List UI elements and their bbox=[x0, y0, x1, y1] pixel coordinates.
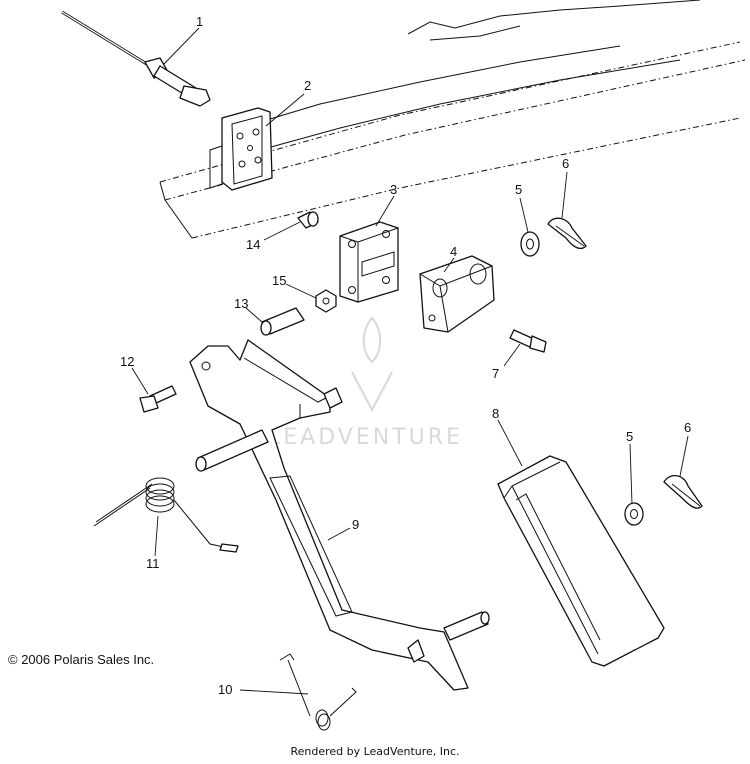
watermark-text: LEADVENTURE bbox=[268, 425, 463, 450]
callout-14: 14 bbox=[246, 237, 260, 252]
callout-10: 10 bbox=[218, 682, 232, 697]
part-13-sleeve bbox=[260, 307, 305, 336]
part-4-block bbox=[419, 255, 495, 333]
pedal-pivot-pin bbox=[195, 429, 269, 472]
part-10-spring bbox=[279, 653, 357, 731]
leader-lines bbox=[131, 27, 689, 695]
part-3-bracket bbox=[339, 221, 399, 303]
callout-4: 4 bbox=[450, 244, 457, 259]
callout-8: 8 bbox=[492, 406, 499, 421]
part-11-spring bbox=[93, 477, 239, 553]
callout-13: 13 bbox=[234, 296, 248, 311]
part-2-panel bbox=[159, 0, 746, 239]
part-6-pin bbox=[547, 217, 587, 250]
callout-12: 12 bbox=[120, 354, 134, 369]
callout-2: 2 bbox=[304, 78, 311, 93]
part-7-bolt bbox=[509, 329, 547, 353]
copyright-text: © 2006 Polaris Sales Inc. bbox=[8, 652, 155, 667]
watermark: LEADVENTURE bbox=[268, 316, 463, 450]
part-12-bolt bbox=[139, 385, 177, 413]
pedal-lower-pin bbox=[443, 611, 490, 641]
callout-5: 5 bbox=[515, 182, 522, 197]
callout-15: 15 bbox=[272, 273, 286, 288]
callout-6: 6 bbox=[562, 156, 569, 171]
part-9-pedal-arm bbox=[189, 339, 469, 691]
part-14-bushing bbox=[297, 211, 319, 229]
callouts: 1 2 3 4 5 6 7 8 9 10 11 12 13 14 15 5 6 bbox=[120, 14, 691, 697]
callout-5b: 5 bbox=[626, 429, 633, 444]
part-6-pin-b bbox=[663, 475, 703, 509]
part-1-cable bbox=[61, 10, 211, 107]
part-5-washer-b bbox=[624, 502, 644, 526]
part-8-pedal-pad bbox=[497, 455, 665, 667]
callout-7: 7 bbox=[492, 366, 499, 381]
part-5-washer bbox=[520, 231, 540, 257]
callout-6b: 6 bbox=[684, 420, 691, 435]
pedal-upper-pin bbox=[323, 387, 343, 409]
footer-text: Rendered by LeadVenture, Inc. bbox=[290, 745, 460, 758]
callout-11: 11 bbox=[146, 556, 160, 571]
part-15-nut bbox=[315, 289, 337, 313]
callout-3: 3 bbox=[390, 182, 397, 197]
callout-1: 1 bbox=[196, 14, 203, 29]
callout-9: 9 bbox=[352, 517, 359, 532]
